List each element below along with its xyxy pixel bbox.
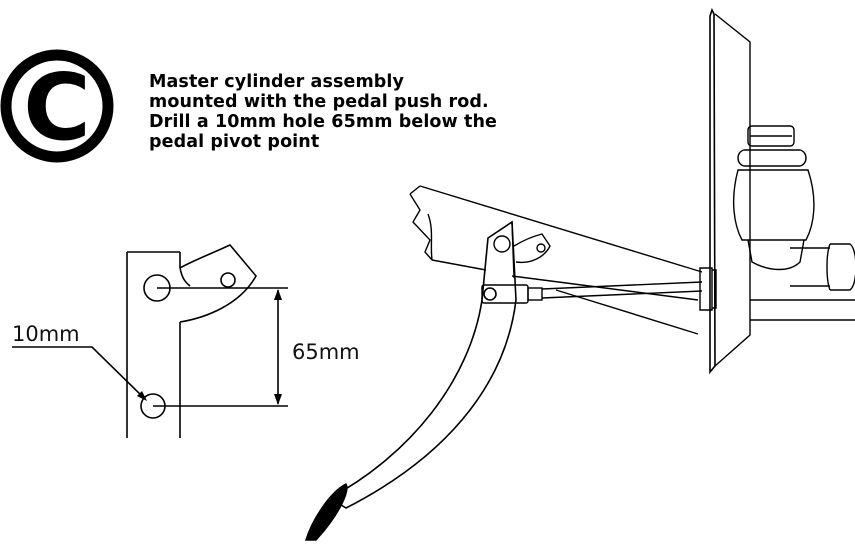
- mount-boss: [699, 267, 713, 311]
- pedal-footpad: [305, 483, 348, 541]
- step-badge-ring: [0, 49, 114, 163]
- reservoir-neck: [737, 149, 807, 167]
- pedal-arm-body: [328, 220, 517, 509]
- pedal-box-frame: [409, 185, 703, 335]
- drill-detail-drawing: [12, 244, 288, 438]
- push-rod: [481, 281, 703, 304]
- frame-lower-edge-left: [431, 259, 487, 271]
- pedal-cam-hole: [536, 243, 546, 253]
- clevis-pin: [483, 287, 497, 301]
- cylinder-outlet: [830, 243, 855, 291]
- dimension-arrow-up: [274, 289, 282, 300]
- firewall-face: [714, 13, 751, 367]
- reservoir-base: [747, 239, 805, 271]
- pedal-box-assembly: [305, 7, 855, 541]
- hole-leader-line: [12, 346, 146, 400]
- dimension-arrow-down: [274, 394, 282, 405]
- frame-inner-curve: [427, 213, 433, 261]
- reservoir-cap: [747, 125, 795, 147]
- caption-line: mounted with the pedal push rod.: [149, 92, 489, 112]
- frame-lower-edge-right: [511, 275, 699, 301]
- hole-size-label: 10mm: [12, 322, 80, 346]
- leader-arrowhead: [137, 391, 147, 401]
- cylinder-lower-tube: [750, 299, 855, 321]
- pedal-arm-ridge: [511, 221, 515, 279]
- cam-small-hole: [220, 272, 236, 288]
- step-badge: C: [0, 49, 114, 163]
- caption-line: pedal pivot point: [149, 132, 320, 152]
- pedal-pivot: [493, 235, 511, 253]
- reservoir-body: [733, 169, 815, 241]
- frame-bottom-brace: [555, 289, 699, 335]
- step-badge-letter: C: [23, 54, 91, 161]
- pedal-arm: [328, 220, 551, 509]
- cam-plate: [179, 244, 257, 323]
- firewall-edge: [709, 7, 716, 375]
- instruction-caption: Master cylinder assembly mounted with th…: [149, 72, 589, 152]
- hole-distance-label: 65mm: [292, 340, 360, 364]
- firewall-plate: [709, 7, 751, 375]
- caption-line: Drill a 10mm hole 65mm below the: [149, 112, 497, 132]
- cylinder-end-curve: [826, 243, 831, 291]
- caption-line: Master cylinder assembly: [149, 72, 405, 92]
- rod-nut: [527, 287, 543, 301]
- cylinder-mount: [699, 267, 717, 311]
- master-cylinder: [733, 125, 855, 321]
- rod-upper-edge: [541, 281, 703, 290]
- mount-boss-face: [712, 269, 717, 309]
- frame-top-edge: [419, 185, 703, 273]
- frame-broken-end: [409, 193, 433, 261]
- footpad-shape: [305, 483, 348, 541]
- pedal-cam: [513, 233, 551, 264]
- rod-lower-edge: [541, 290, 703, 299]
- cylinder-barrel: [790, 247, 830, 287]
- cam-plate-notch: [179, 267, 191, 287]
- frame-top-break: [409, 185, 421, 195]
